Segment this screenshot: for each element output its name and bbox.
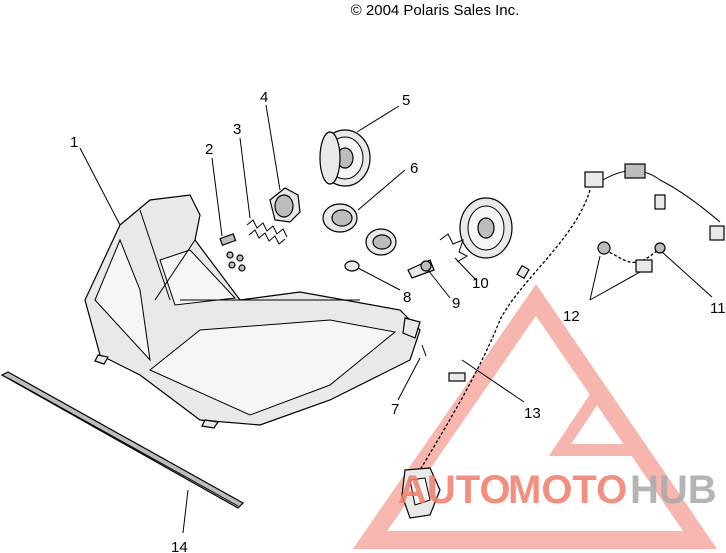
callout-11: 11 xyxy=(710,300,726,317)
callout-1: 1 xyxy=(70,134,78,151)
callout-6: 6 xyxy=(410,160,418,177)
part-trim-strip xyxy=(0,371,244,509)
watermark-hub: HUB xyxy=(630,468,717,512)
part-socket-pigtails xyxy=(597,241,666,273)
part-small-bulb xyxy=(344,260,360,272)
part-lamp-reflector-upper xyxy=(319,129,371,187)
callout-7: 7 xyxy=(391,401,399,418)
callout-10: 10 xyxy=(472,275,489,292)
part-bulb-socket-rings xyxy=(322,203,397,256)
part-pin xyxy=(421,344,427,357)
callout-5: 5 xyxy=(402,92,410,109)
part-headlight-bulb xyxy=(407,259,435,279)
part-wiring-harness xyxy=(401,189,591,519)
part-headlight-housing xyxy=(84,194,421,429)
copyright-text: © 2004 Polaris Sales Inc. xyxy=(350,2,520,19)
watermark-logo xyxy=(352,284,718,549)
callout-14: 14 xyxy=(171,539,188,553)
watermark-auto: AUTO xyxy=(398,468,511,512)
callout-4: 4 xyxy=(260,89,268,106)
callout-9: 9 xyxy=(452,295,460,312)
callout-2: 2 xyxy=(205,141,213,158)
callout-12: 12 xyxy=(563,308,580,325)
watermark-text: AUTO MOTO HUB xyxy=(398,468,717,512)
leader-lines xyxy=(79,104,713,534)
part-lamp-reflector-lower xyxy=(439,197,513,263)
watermark-moto: MOTO xyxy=(508,468,627,512)
callout-3: 3 xyxy=(233,121,241,138)
part-adjuster-knob xyxy=(269,187,301,223)
callout-13: 13 xyxy=(524,405,541,422)
part-screw-set xyxy=(219,233,246,272)
part-adjuster-spring xyxy=(246,219,288,245)
part-upper-connector xyxy=(584,163,725,241)
callout-8: 8 xyxy=(403,289,411,306)
